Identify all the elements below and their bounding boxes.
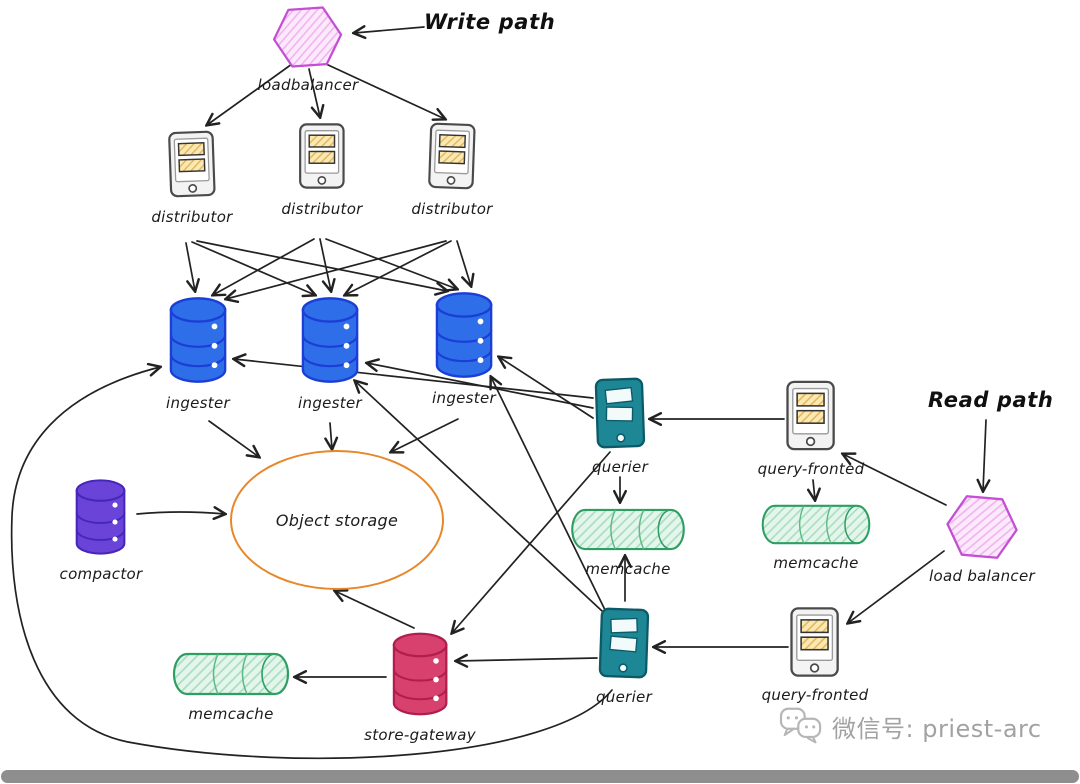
read-path-title: Read path (928, 388, 1054, 412)
database-cylinder-icon (167, 294, 229, 386)
node-loadbalancer-read: load balancer (929, 495, 1035, 585)
node-label: load balancer (929, 567, 1035, 585)
node-label: store-gateway (364, 726, 476, 744)
node-distributor-1: distributor (151, 128, 232, 226)
node-label: distributor (411, 200, 493, 218)
node-query-fronted-top: query-fronted (758, 379, 865, 478)
node-label: loadbalancer (257, 76, 359, 94)
node-label: memcache (188, 705, 274, 723)
memcache-cylinder-icon (569, 507, 687, 552)
database-cylinder-icon (433, 289, 495, 381)
tablet-icon (790, 606, 840, 678)
node-label: compactor (59, 565, 143, 583)
querier-tablet-icon (594, 375, 647, 451)
watermark: 微信号: priest-arc (778, 706, 1042, 746)
node-label: memcache (773, 554, 859, 572)
node-label: distributor (281, 200, 363, 218)
node-label: Object storage (275, 510, 399, 530)
node-ingester-1: ingester (166, 294, 230, 412)
tablet-icon (427, 119, 476, 193)
node-label: ingester (432, 389, 496, 407)
node-label: memcache (585, 560, 671, 578)
node-label: ingester (298, 394, 362, 412)
node-store-gateway: store-gateway (364, 630, 476, 744)
node-label: query-fronted (757, 460, 865, 478)
memcache-cylinder-icon (758, 503, 874, 546)
node-distributor-2: distributor (281, 120, 362, 218)
node-label: distributor (151, 208, 233, 226)
tablet-icon (167, 127, 216, 201)
database-cylinder-icon (73, 477, 129, 557)
memcache-cylinder-icon (171, 651, 291, 697)
node-memcache-read-bottom: memcache (758, 503, 874, 572)
node-object-storage: Object storage (230, 450, 444, 590)
hexagon-loadbalancer-icon (939, 492, 1024, 563)
node-label: query-fronted (761, 686, 869, 704)
node-query-fronted-bottom: query-fronted (762, 606, 869, 704)
bottom-bar (1, 770, 1079, 783)
database-cylinder-icon (299, 294, 361, 386)
wechat-icon (778, 706, 824, 746)
hexagon-loadbalancer-icon (266, 3, 350, 70)
node-compactor: compactor (60, 477, 143, 583)
querier-tablet-icon (598, 605, 651, 681)
node-loadbalancer-write: loadbalancer (258, 6, 359, 94)
watermark-text: 微信号: priest-arc (832, 714, 1042, 743)
node-label: querier (591, 458, 649, 476)
write-path-title: Write path (424, 10, 556, 34)
node-memcache-left: memcache (171, 651, 291, 723)
node-label: querier (595, 688, 653, 706)
node-ingester-3: ingester (432, 289, 496, 407)
tablet-icon (299, 120, 346, 192)
node-label: ingester (166, 394, 230, 412)
node-querier-top: querier (592, 376, 648, 476)
node-distributor-3: distributor (411, 120, 492, 218)
node-ingester-2: ingester (298, 294, 362, 412)
node-querier-bottom: querier (596, 606, 652, 706)
node-memcache-read-top: memcache (569, 507, 687, 578)
database-cylinder-icon (389, 630, 451, 718)
tablet-icon (786, 379, 836, 452)
